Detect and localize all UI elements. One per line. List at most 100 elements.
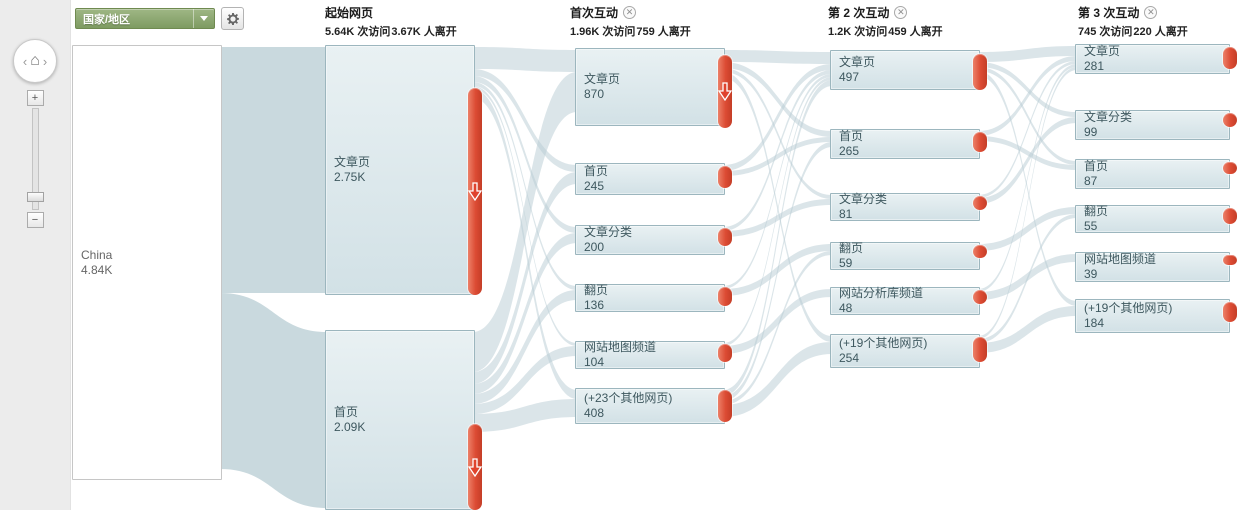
flow-ribbon[interactable]	[220, 47, 327, 293]
dropoff-bar[interactable]	[973, 54, 987, 90]
flow-ribbon[interactable]	[978, 117, 1077, 204]
dropoff-bar[interactable]	[973, 196, 987, 210]
pan-left-icon[interactable]: ‹	[22, 53, 28, 69]
flow-ribbon[interactable]	[723, 142, 832, 401]
flow-ribbon[interactable]	[473, 72, 577, 372]
flow-ribbon[interactable]	[723, 289, 832, 354]
dropoff-bar[interactable]	[718, 287, 732, 306]
dropoff-bar[interactable]	[718, 344, 732, 362]
flow-ribbon[interactable]	[473, 346, 577, 414]
dropoff-bar[interactable]	[973, 245, 987, 258]
flow-ribbon[interactable]	[723, 50, 832, 64]
node-label: 文章页	[334, 155, 371, 169]
dimension-dropdown[interactable]: 国家/地区	[75, 8, 215, 29]
flow-ribbon[interactable]	[723, 251, 832, 405]
pan-right-icon[interactable]: ›	[42, 53, 48, 69]
flow-ribbon[interactable]	[978, 214, 1077, 343]
dropoff-bar[interactable]	[718, 55, 732, 128]
dropoff-bar[interactable]	[973, 290, 987, 304]
flow-ribbon[interactable]	[723, 342, 832, 417]
node-value: 4.84K	[81, 262, 113, 277]
dropoff-bar[interactable]	[468, 424, 482, 510]
close-step-icon[interactable]: ✕	[1144, 6, 1158, 19]
flow-ribbon[interactable]	[473, 399, 577, 432]
close-step-icon[interactable]: ✕	[894, 6, 908, 19]
zoom-track[interactable]	[26, 108, 44, 210]
flow-ribbon[interactable]	[978, 64, 1077, 292]
flow-ribbon[interactable]	[473, 290, 577, 404]
flow-ribbon[interactable]	[723, 72, 832, 342]
flow-ribbon[interactable]	[473, 69, 577, 172]
flow-ribbon[interactable]	[978, 306, 1077, 353]
flow-ribbon[interactable]	[473, 172, 577, 384]
close-step-icon[interactable]: ✕	[623, 6, 637, 19]
settings-button[interactable]	[221, 7, 244, 30]
dropoff-bar[interactable]	[1223, 255, 1237, 265]
dropoff-bar[interactable]	[1223, 302, 1237, 322]
dropoff-bar[interactable]	[468, 88, 482, 295]
zoom-handle[interactable]	[26, 192, 44, 202]
flow-ribbon[interactable]	[978, 56, 1077, 136]
flow-ribbon[interactable]	[473, 233, 577, 394]
dropoff-bar[interactable]	[1223, 162, 1237, 174]
flow-ribbon[interactable]	[723, 77, 832, 346]
dropoff-bar[interactable]	[718, 390, 732, 422]
flow-ribbon[interactable]	[978, 46, 1077, 62]
flow-ribbon[interactable]	[978, 61, 1077, 198]
flow-ribbon[interactable]	[723, 68, 832, 199]
flow-ribbon[interactable]	[978, 207, 1077, 251]
flow-node-c3n5[interactable]: (+19个其他网页)254	[830, 334, 980, 368]
flow-node-c4n5[interactable]: (+19个其他网页)184	[1075, 299, 1230, 333]
flow-ribbon[interactable]	[978, 71, 1077, 306]
zoom-out-button[interactable]: −	[26, 212, 44, 228]
step-dropoff-suffix: 人离开	[909, 26, 943, 38]
flow-ribbon[interactable]	[723, 64, 832, 171]
dropoff-bar[interactable]	[1223, 47, 1237, 69]
dropoff-bar[interactable]	[718, 166, 732, 188]
flow-ribbon[interactable]	[473, 82, 577, 290]
flow-ribbon[interactable]	[978, 67, 1077, 165]
dropoff-bar[interactable]	[973, 337, 987, 362]
flow-ribbon[interactable]	[473, 47, 577, 72]
flow-ribbon[interactable]	[723, 80, 832, 396]
flow-ribbon[interactable]	[978, 136, 1077, 170]
flow-ribbon[interactable]	[978, 62, 1077, 117]
flow-ribbon[interactable]	[723, 137, 832, 176]
node-value: 265	[839, 144, 860, 158]
dropoff-bar[interactable]	[1223, 113, 1237, 127]
flow-ribbon[interactable]	[220, 293, 327, 508]
flow-ribbon[interactable]	[473, 89, 577, 399]
dropoff-bar[interactable]	[1223, 208, 1237, 224]
flow-ribbon[interactable]	[978, 67, 1077, 339]
flow-ribbon[interactable]	[723, 62, 832, 137]
pan-home-control[interactable]: ‹ ⌂ ›	[13, 39, 57, 83]
node-label: 网站地图频道	[1084, 252, 1157, 266]
flow-ribbon[interactable]	[473, 76, 577, 233]
dropoff-bar[interactable]	[718, 228, 732, 246]
home-icon[interactable]: ⌂	[30, 52, 40, 69]
flow-ribbon[interactable]	[723, 74, 832, 289]
zoom-in-button[interactable]: +	[26, 90, 44, 106]
dropoff-bar[interactable]	[973, 132, 987, 152]
flow-ribbon[interactable]	[723, 70, 832, 231]
flow-ribbon[interactable]	[723, 199, 832, 237]
flow-node-c2n5[interactable]: (+23个其他网页)408	[575, 388, 725, 424]
